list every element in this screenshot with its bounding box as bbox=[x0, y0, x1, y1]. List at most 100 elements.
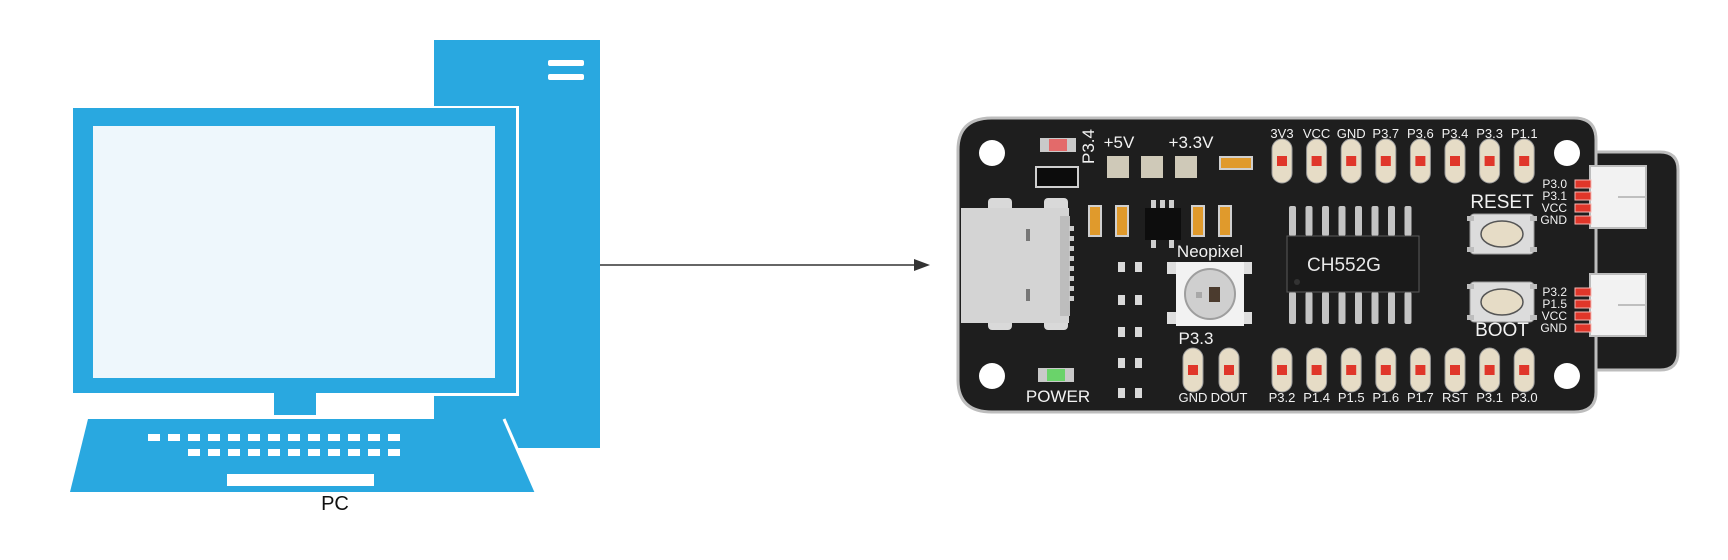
jst-pin bbox=[1574, 299, 1592, 309]
button-leg bbox=[1530, 216, 1537, 221]
bottom-pin-pad-hole bbox=[1415, 365, 1426, 375]
keyboard-key bbox=[348, 449, 360, 456]
capacitor bbox=[1191, 205, 1205, 237]
neopixel-die bbox=[1196, 292, 1202, 298]
keyboard-key bbox=[368, 434, 380, 441]
keyboard-key bbox=[168, 434, 180, 441]
capacitor bbox=[1218, 205, 1232, 237]
keyboard-keys bbox=[148, 434, 400, 456]
keyboard-spacebar bbox=[227, 474, 374, 486]
bottom-pin-pad-hole bbox=[1450, 365, 1460, 375]
button-leg bbox=[1467, 216, 1474, 221]
chip-pin bbox=[1322, 292, 1329, 324]
reset-button-cap bbox=[1480, 220, 1524, 248]
jst-latch bbox=[1618, 304, 1646, 306]
led-p34 bbox=[1049, 139, 1067, 151]
capacitor bbox=[1115, 205, 1129, 237]
keyboard-key bbox=[248, 434, 260, 441]
small-pad bbox=[1118, 358, 1125, 368]
pc-screen bbox=[93, 126, 495, 378]
pc-tower-slot-1 bbox=[548, 60, 584, 66]
keyboard-key bbox=[268, 434, 280, 441]
top-pin-pad-hole bbox=[1450, 156, 1460, 166]
regulator-pin bbox=[1151, 200, 1156, 208]
button-leg bbox=[1467, 284, 1474, 289]
neopixel-pin-label: P3.3 bbox=[1179, 329, 1214, 348]
button-leg bbox=[1467, 315, 1474, 320]
voltage-label-5v: +5V bbox=[1104, 133, 1135, 152]
jst-pin bbox=[1574, 191, 1592, 201]
small-pad bbox=[1118, 327, 1125, 337]
chip-pin bbox=[1371, 206, 1379, 236]
chip-pin bbox=[1338, 206, 1346, 236]
usb-contact bbox=[1069, 236, 1074, 241]
bottom-pin-pad-hole bbox=[1380, 365, 1391, 375]
connector-pin-label: VCC bbox=[1542, 201, 1568, 215]
top-pin-label: P3.6 bbox=[1407, 126, 1434, 141]
chip-pin bbox=[1305, 206, 1313, 236]
jst-latch bbox=[1618, 196, 1646, 198]
regulator-pin bbox=[1151, 240, 1156, 248]
chip-pin bbox=[1355, 292, 1362, 324]
solder-jumper bbox=[1175, 156, 1197, 178]
keyboard-key bbox=[388, 434, 400, 441]
keyboard-key bbox=[208, 434, 220, 441]
chip-pin bbox=[1338, 292, 1346, 324]
connector-pin-label: VCC bbox=[1542, 309, 1568, 323]
bottom-pin-label: P3.0 bbox=[1511, 390, 1538, 405]
bottom-pin-pad-hole bbox=[1277, 365, 1287, 375]
chip-pin bbox=[1305, 292, 1313, 324]
keyboard-key bbox=[328, 434, 340, 441]
pc-keyboard-edge bbox=[502, 418, 538, 493]
chip-pin bbox=[1371, 292, 1379, 324]
solder-jumper bbox=[1141, 156, 1163, 178]
bottom-pin-label: P1.6 bbox=[1372, 390, 1399, 405]
usb-contact bbox=[1069, 266, 1074, 271]
capacitor bbox=[1088, 205, 1102, 237]
usb-contact bbox=[1069, 296, 1074, 301]
voltage-label-3v3: +3.3V bbox=[1169, 133, 1215, 152]
pc-keyboard bbox=[70, 419, 536, 492]
bottom-pin-label: DOUT bbox=[1211, 390, 1248, 405]
bottom-pin-label: P1.5 bbox=[1338, 390, 1365, 405]
boot-button[interactable] bbox=[1467, 281, 1537, 323]
top-pin-label: VCC bbox=[1303, 126, 1330, 141]
usb-c-body bbox=[961, 208, 1069, 323]
reset-label: RESET bbox=[1470, 192, 1534, 213]
usb-contact bbox=[1069, 286, 1074, 291]
top-pin-label: P1.1 bbox=[1511, 126, 1538, 141]
keyboard-key bbox=[148, 434, 160, 441]
bottom-pin-label: GND bbox=[1179, 390, 1208, 405]
small-pad bbox=[1135, 327, 1142, 337]
ch552g-board: P3.4 +5V +3.3V Neopixel P3.3 bbox=[956, 116, 1680, 414]
small-pad bbox=[1135, 295, 1142, 305]
pc-tower-slot-2 bbox=[548, 74, 584, 80]
top-pin-label: GND bbox=[1337, 126, 1366, 141]
jst-pin bbox=[1574, 311, 1592, 321]
regulator bbox=[1145, 208, 1181, 240]
chip-pin bbox=[1322, 206, 1329, 236]
top-pin-pad-hole bbox=[1380, 156, 1391, 166]
reset-button[interactable] bbox=[1467, 213, 1537, 255]
keyboard-key bbox=[328, 449, 340, 456]
keyboard-key bbox=[228, 449, 240, 456]
usb-c-shade bbox=[1060, 216, 1070, 316]
bottom-pin-pad-hole bbox=[1484, 365, 1495, 375]
connector-pin-label: P3.1 bbox=[1542, 189, 1567, 203]
chip-pin bbox=[1289, 292, 1296, 324]
small-pad bbox=[1135, 358, 1142, 368]
ch552g-chip bbox=[1286, 235, 1420, 293]
small-pad bbox=[1135, 388, 1142, 398]
neopixel-die bbox=[1209, 287, 1220, 302]
regulator-pins bbox=[1151, 200, 1174, 248]
bottom-pin-pad-hole bbox=[1311, 365, 1322, 375]
keyboard-key bbox=[308, 449, 320, 456]
chip-pin bbox=[1289, 206, 1296, 236]
regulator-pin bbox=[1169, 240, 1174, 248]
keyboard-key bbox=[208, 449, 220, 456]
pc-monitor-neck bbox=[274, 393, 316, 415]
solder-jumper bbox=[1107, 156, 1129, 178]
mounting-holes bbox=[979, 140, 1580, 389]
arrow-head-icon bbox=[914, 259, 930, 271]
board-body bbox=[956, 116, 1598, 414]
